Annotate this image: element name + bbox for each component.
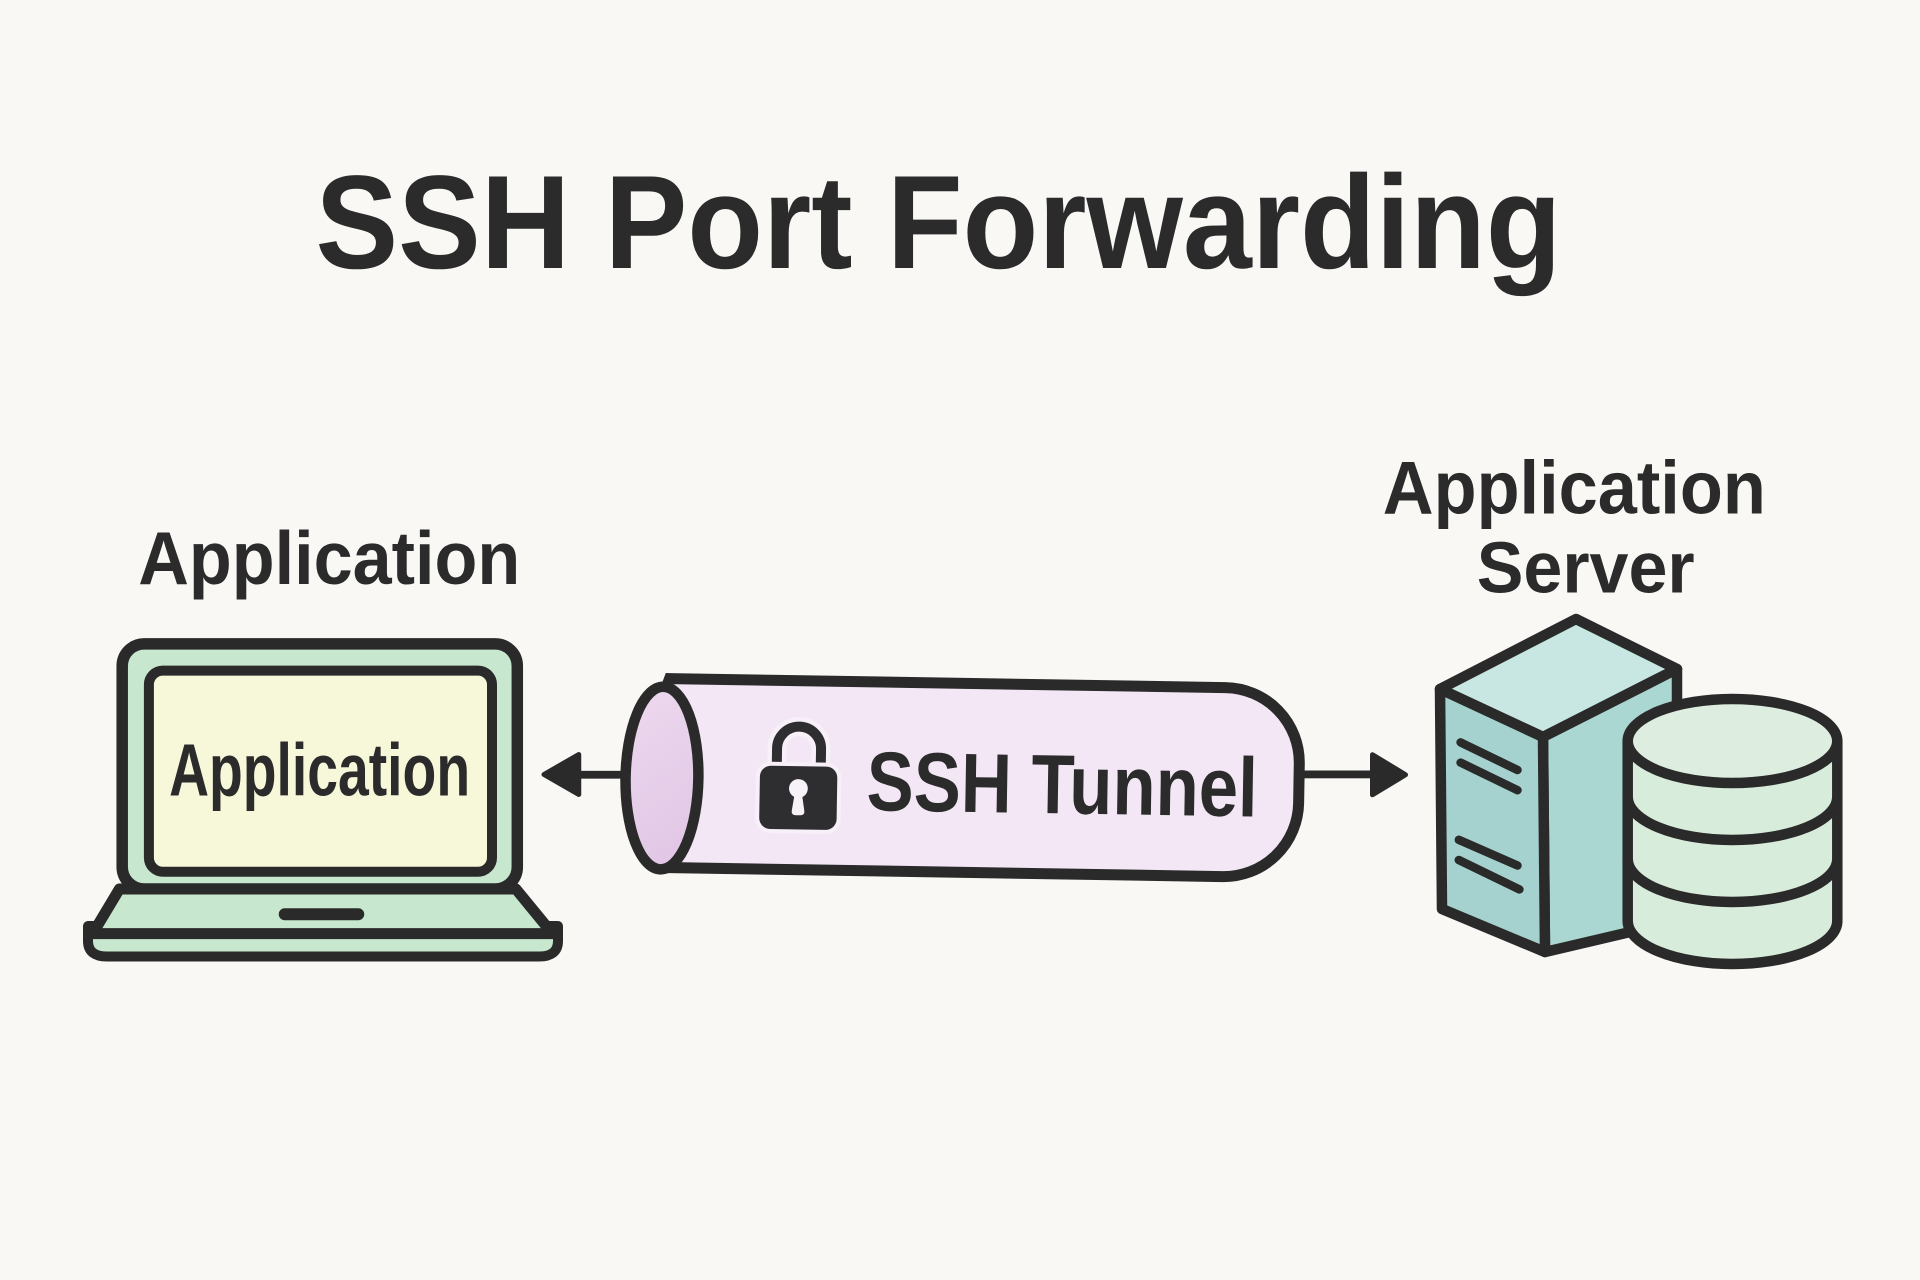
svg-text:Server: Server [1477,528,1695,608]
svg-text:Application: Application [1383,445,1766,529]
svg-text:SSH Port Forwarding: SSH Port Forwarding [316,149,1562,297]
svg-text:Application: Application [169,729,470,812]
svg-text:SSH Tunnel: SSH Tunnel [866,734,1258,834]
svg-text:Application: Application [138,516,520,600]
